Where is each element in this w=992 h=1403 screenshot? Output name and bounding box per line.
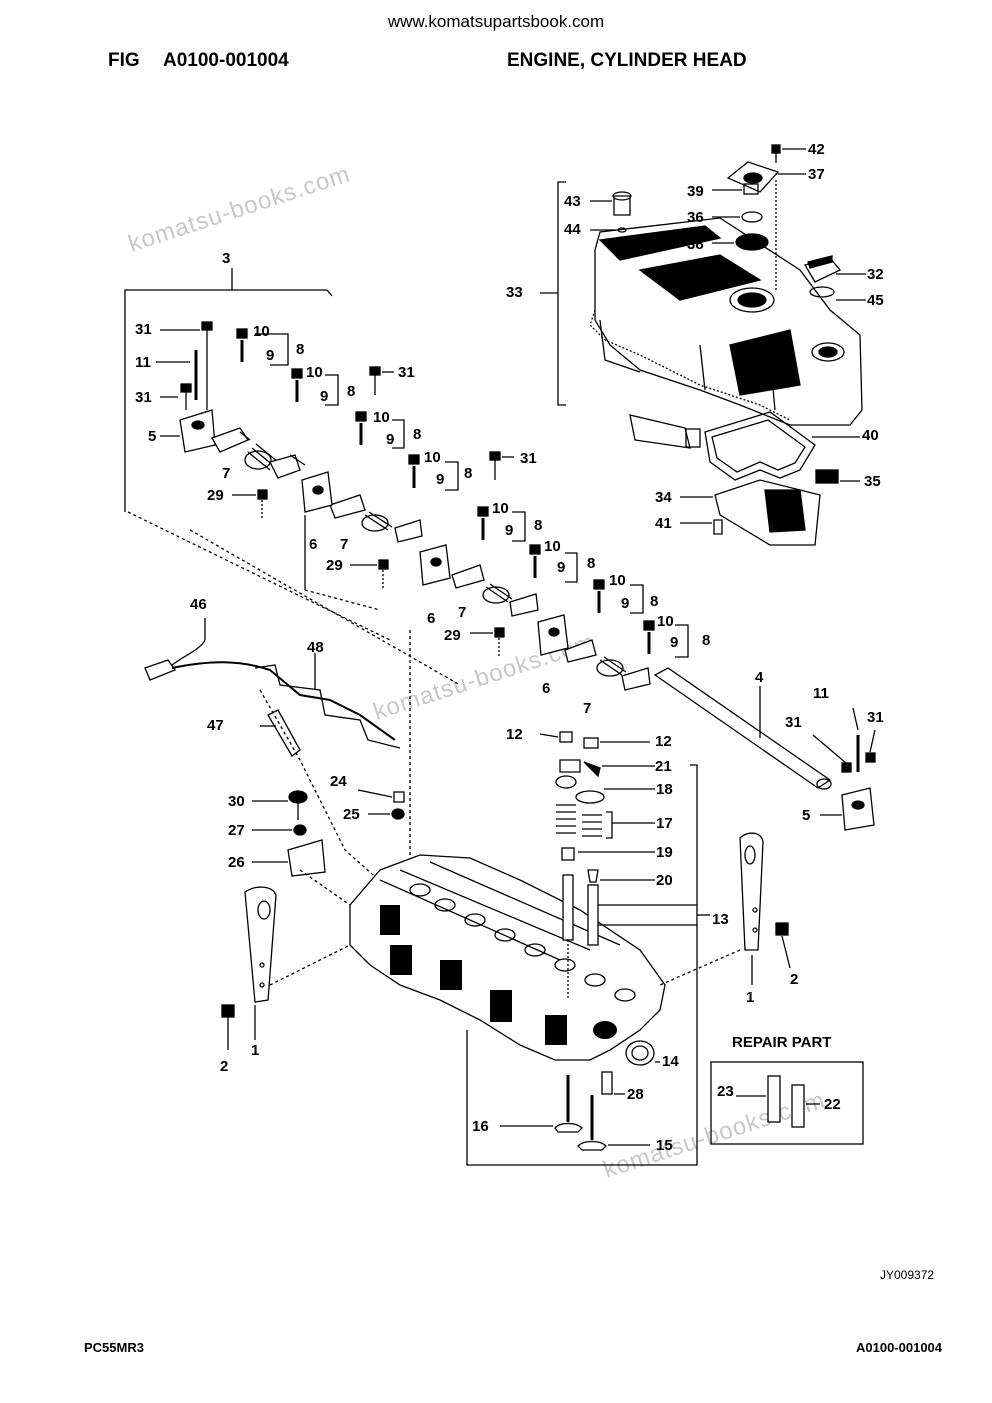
callout-9: 9 (436, 471, 445, 488)
callout-38: 38 (687, 236, 704, 253)
callout-46: 46 (190, 596, 207, 613)
callout-9: 9 (621, 595, 630, 612)
image-id: JY009372 (880, 1268, 935, 1282)
callout-40: 40 (862, 427, 879, 444)
callout-1: 1 (251, 1042, 260, 1059)
callout-6: 6 (542, 680, 551, 697)
callout-10: 10 (424, 449, 441, 466)
repair-part-title: REPAIR PART (732, 1034, 832, 1051)
callout-3: 3 (222, 250, 231, 267)
callout-11: 11 (813, 685, 829, 702)
callout-17: 17 (656, 815, 673, 832)
callout-31: 31 (785, 714, 802, 731)
callout-9: 9 (386, 431, 395, 448)
callout-48: 48 (307, 639, 324, 656)
callout-6: 6 (427, 610, 436, 627)
callout-31: 31 (867, 709, 884, 726)
callout-42: 42 (808, 141, 825, 158)
footer-fig-number: A0100-001004 (856, 1340, 943, 1355)
callout-32: 32 (867, 266, 884, 283)
callout-5: 5 (802, 807, 811, 824)
callout-10: 10 (306, 364, 323, 381)
callout-1: 1 (746, 989, 755, 1006)
callout-29: 29 (207, 487, 224, 504)
callout-9: 9 (320, 388, 329, 405)
footer-model: PC55MR3 (84, 1340, 144, 1355)
callout-22: 22 (824, 1096, 841, 1113)
callout-10: 10 (609, 572, 626, 589)
callout-24: 24 (330, 773, 347, 790)
callout-44: 44 (564, 221, 581, 238)
callout-21: 21 (655, 758, 672, 775)
callout-9: 9 (505, 522, 514, 539)
callout-39: 39 (687, 183, 704, 200)
callout-10: 10 (253, 323, 270, 340)
callout-14: 14 (662, 1053, 679, 1070)
callout-11: 11 (135, 354, 151, 371)
callout-7: 7 (340, 536, 349, 553)
callout-7: 7 (458, 604, 467, 621)
callout-13: 13 (712, 911, 729, 928)
callout-8: 8 (587, 555, 596, 572)
callout-25: 25 (343, 806, 360, 823)
callout-9: 9 (266, 347, 275, 364)
callout-7: 7 (222, 465, 231, 482)
callout-31: 31 (135, 321, 152, 338)
callout-19: 19 (656, 844, 673, 861)
callout-47: 47 (207, 717, 224, 734)
callout-8: 8 (464, 465, 473, 482)
callout-26: 26 (228, 854, 245, 871)
callout-7: 7 (583, 700, 592, 717)
callout-2: 2 (790, 971, 799, 988)
callout-41: 41 (655, 515, 672, 532)
callout-23: 23 (717, 1083, 734, 1100)
callout-12: 12 (655, 733, 672, 750)
callout-27: 27 (228, 822, 245, 839)
callout-31: 31 (135, 389, 152, 406)
callout-34: 34 (655, 489, 672, 506)
source-url: www.komatsupartsbook.com (387, 12, 605, 31)
callout-10: 10 (544, 538, 561, 555)
page-title: ENGINE, CYLINDER HEAD (507, 50, 747, 71)
callout-20: 20 (656, 872, 673, 889)
callout-18: 18 (656, 781, 673, 798)
callout-16: 16 (472, 1118, 489, 1135)
callout-36: 36 (687, 209, 704, 226)
callout-35: 35 (864, 473, 881, 490)
callout-45: 45 (867, 292, 884, 309)
callout-9: 9 (670, 634, 679, 651)
callout-31: 31 (398, 364, 415, 381)
callout-5: 5 (148, 428, 157, 445)
callout-43: 43 (564, 193, 581, 210)
callout-29: 29 (444, 627, 461, 644)
callout-8: 8 (534, 517, 543, 534)
callout-9: 9 (557, 559, 566, 576)
fig-label: FIG (108, 50, 140, 71)
callout-8: 8 (413, 426, 422, 443)
callout-8: 8 (702, 632, 711, 649)
fig-number: A0100-001004 (163, 50, 289, 71)
callout-28: 28 (627, 1086, 644, 1103)
callout-29: 29 (326, 557, 343, 574)
callout-2: 2 (220, 1058, 229, 1075)
callout-10: 10 (492, 500, 509, 517)
callout-8: 8 (650, 593, 659, 610)
callout-10: 10 (373, 409, 390, 426)
callout-15: 15 (656, 1137, 673, 1154)
callout-6: 6 (309, 536, 318, 553)
callout-12: 12 (506, 726, 523, 743)
callout-30: 30 (228, 793, 245, 810)
callout-4: 4 (755, 669, 764, 686)
callout-33: 33 (506, 284, 523, 301)
callout-10: 10 (657, 613, 674, 630)
callout-37: 37 (808, 166, 825, 183)
callout-31: 31 (520, 450, 537, 467)
callout-8: 8 (347, 383, 356, 400)
callout-8: 8 (296, 341, 305, 358)
